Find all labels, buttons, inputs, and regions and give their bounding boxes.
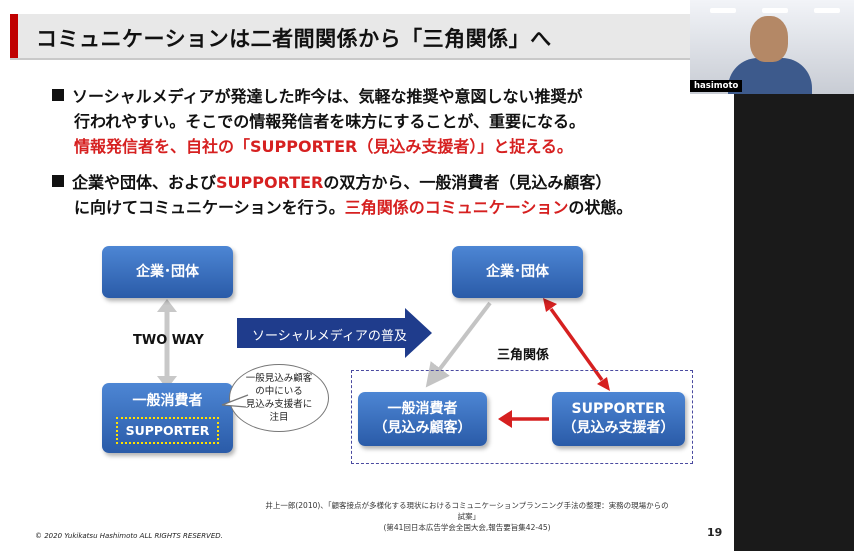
presentation-slide: コミュニケーションは二者間関係から「三角関係」へ ソーシャルメディアが発達した昨… xyxy=(0,0,734,551)
left-company-label: 企業･団体 xyxy=(136,263,199,280)
bullet-1-line-2: 行われやすい。そこでの情報発信者を味方にすることが、重要になる。 xyxy=(74,112,586,131)
social-media-arrow-label: ソーシャルメディアの普及 xyxy=(252,329,407,344)
right-supporter-box: SUPPORTER （見込み支援者） xyxy=(552,392,685,446)
right-consumer-sublabel: （見込み顧客） xyxy=(373,420,472,436)
bullet-2: 企業や団体、およびSUPPORTERの双方から、一般消費者（見込み顧客） に向け… xyxy=(52,170,632,220)
bullet-2-text-red: SUPPORTER xyxy=(216,173,324,192)
slide-title: コミュニケーションは二者間関係から「三角関係」へ xyxy=(36,27,552,51)
left-consumer-label: 一般消費者 xyxy=(132,393,203,409)
bullet-1: ソーシャルメディアが発達した昨今は、気軽な推奨や意図しない推奨が 行われやすい。… xyxy=(52,84,585,159)
left-supporter-label: SUPPORTER xyxy=(115,417,220,444)
page-number: 19 xyxy=(707,526,723,539)
citation: 井上一郎(2010)、｢顧客接点が多様化する現状におけるコミュニケーションプラン… xyxy=(262,500,672,533)
bullet-2-line-2-b: の状態。 xyxy=(568,198,633,217)
bullet-2-text-a: 企業や団体、および xyxy=(72,173,217,192)
bullet-2-line-2-red: 三角関係のコミュニケーション xyxy=(344,198,569,217)
supporter-to-consumer-arrow xyxy=(498,410,549,428)
copyright-text: © 2020 Yukikatsu Hashimoto ALL RIGHTS RE… xyxy=(35,532,223,540)
diagram-arrows xyxy=(157,298,610,428)
right-supporter-sublabel: （見込み支援者） xyxy=(562,420,675,436)
right-supporter-label: SUPPORTER xyxy=(571,401,666,417)
right-consumer-box: 一般消費者 （見込み顧客） xyxy=(358,392,487,446)
company-supporter-arrow xyxy=(543,298,610,391)
bubble-line-4: 注目 xyxy=(269,412,289,423)
bubble-line-3: 見込み支援者に xyxy=(245,399,313,410)
left-consumer-box: 一般消費者 SUPPORTER xyxy=(102,383,233,453)
company-to-consumer-arrow xyxy=(425,301,492,388)
participant-name-tag: hasimoto xyxy=(690,80,743,92)
title-accent xyxy=(10,14,18,58)
ceiling-light xyxy=(710,8,736,13)
bullet-square-icon xyxy=(52,89,64,101)
participant-video-tile[interactable]: hasimoto xyxy=(690,0,854,94)
right-company-box: 企業･団体 xyxy=(452,246,583,298)
title-bar: コミュニケーションは二者間関係から「三角関係」へ xyxy=(10,14,690,60)
two-way-arrow xyxy=(157,299,177,389)
bubble-line-1: 一般見込み顧客 xyxy=(245,373,313,384)
bullet-2-text-b: の双方から、一般消費者（見込み顧客） xyxy=(323,173,612,192)
speech-bubble: 一般見込み顧客 の中にいる 見込み支援者に 注目 xyxy=(229,364,329,432)
ceiling-light xyxy=(814,8,840,13)
bullet-square-icon xyxy=(52,175,64,187)
bullet-1-line-3: 情報発信者を、自社の「SUPPORTER（見込み支援者）」と捉える。 xyxy=(74,137,573,156)
right-company-label: 企業･団体 xyxy=(486,263,549,280)
two-way-label: TWO WAY xyxy=(133,333,204,348)
ceiling-light xyxy=(762,8,788,13)
citation-line-2: (第41回日本広告学会全国大会,報告要旨集42-45) xyxy=(383,523,551,532)
bubble-line-2: の中にいる xyxy=(255,386,303,397)
right-consumer-label: 一般消費者 xyxy=(387,401,458,417)
bullet-2-line-2-a: に向けてコミュニケーションを行う。 xyxy=(74,198,345,217)
citation-line-1: 井上一郎(2010)、｢顧客接点が多様化する現状におけるコミュニケーションプラン… xyxy=(265,501,669,521)
participant-head xyxy=(750,16,788,62)
speech-bubble-tail xyxy=(221,394,249,408)
triangle-label: 三角関係 xyxy=(497,348,550,363)
triangle-frame xyxy=(351,370,693,464)
bullet-1-line-1: ソーシャルメディアが発達した昨今は、気軽な推奨や意図しない推奨が xyxy=(72,87,583,106)
left-company-box: 企業･団体 xyxy=(102,246,233,298)
social-media-arrow xyxy=(237,308,432,358)
